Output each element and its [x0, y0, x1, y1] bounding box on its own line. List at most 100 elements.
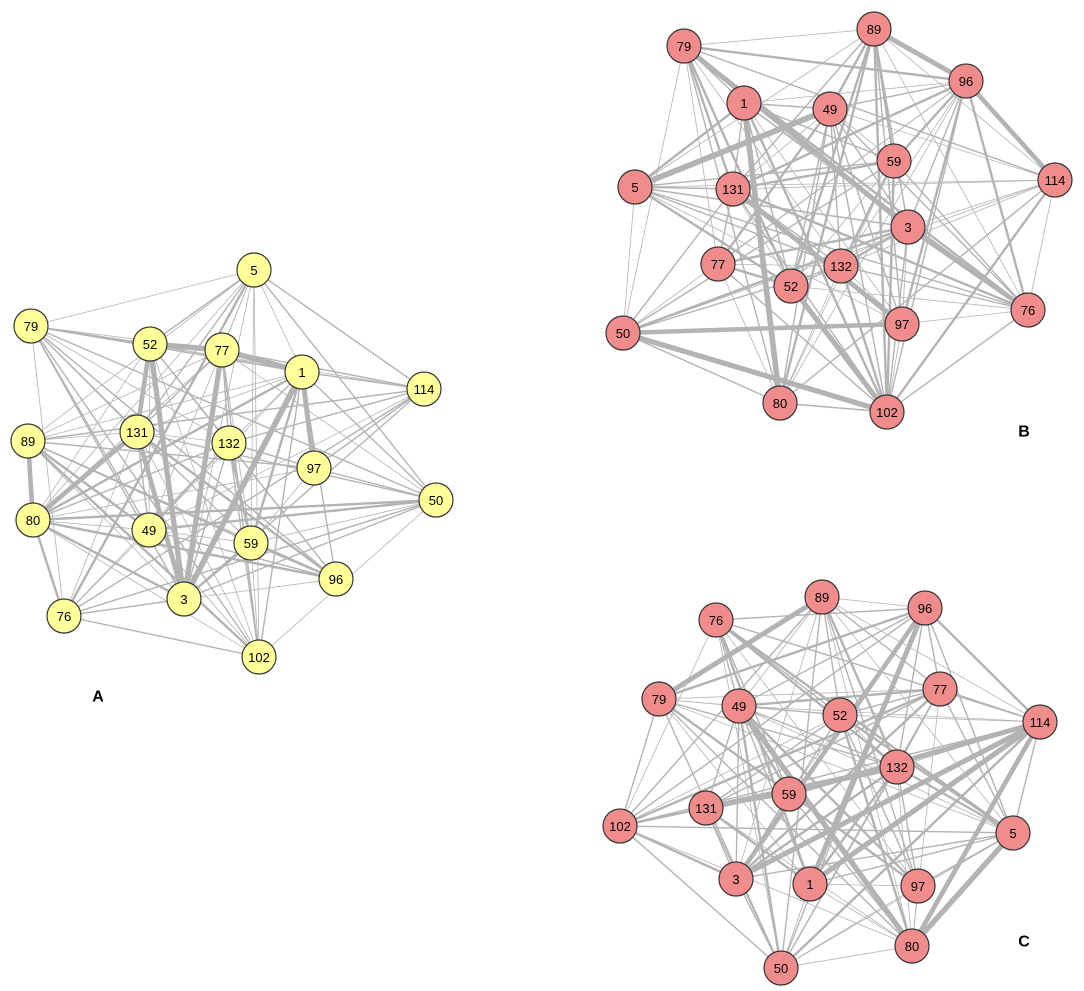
edge-96-131: [731, 79, 968, 191]
node-circle: [884, 306, 920, 342]
edge-59-50: [622, 160, 895, 334]
node-label: 96: [329, 572, 343, 587]
panel-b-label: B: [1018, 424, 1030, 441]
panel-a-label: A: [92, 689, 104, 706]
edge-89-131: [27, 431, 138, 442]
edge-1-97: [809, 883, 919, 887]
node-label: 76: [709, 613, 723, 628]
edge-59-76: [893, 160, 1029, 311]
node-circle: [869, 394, 905, 430]
edge-89-97: [27, 440, 315, 469]
edge-97-76: [901, 309, 1029, 325]
edge-132-80: [779, 265, 842, 404]
edge-49-50: [737, 704, 783, 970]
edge-49-52: [790, 108, 831, 287]
node-circle: [948, 63, 984, 99]
node-circle: [890, 209, 926, 245]
node-circle: [211, 425, 247, 461]
edge-1-97: [743, 102, 903, 325]
edge-131-76: [731, 187, 1030, 312]
node-circle: [10, 423, 46, 459]
node-circle: [605, 315, 641, 351]
node-circle: [822, 697, 858, 733]
edge-49-3: [829, 108, 909, 228]
edge-89-76: [873, 28, 1029, 311]
edge-89-102: [619, 596, 823, 827]
node-59: 59: [876, 143, 912, 179]
edge-49-114: [829, 108, 1056, 181]
edge-52-114: [839, 714, 1041, 723]
node-label: 114: [1045, 173, 1066, 188]
edge-89-5: [821, 596, 1014, 834]
edge-5-50: [622, 186, 636, 334]
edge-114-3: [907, 179, 1056, 228]
edge-1-80: [809, 883, 913, 947]
node-circle: [602, 808, 638, 844]
edge-52-97: [839, 714, 919, 887]
edge-1-80: [31, 370, 304, 522]
node-label: 49: [732, 699, 746, 714]
edge-97-80: [32, 467, 315, 521]
edge-102-3: [618, 824, 738, 881]
node-1: 1: [726, 85, 762, 121]
node-label: 3: [904, 220, 911, 235]
node-3: 3: [166, 581, 202, 617]
edge-89-114: [821, 596, 1041, 723]
edge-96-3: [183, 578, 337, 600]
node-77: 77: [700, 246, 736, 282]
edge-77-89: [27, 349, 223, 442]
edge-5-79: [30, 269, 255, 327]
node-label: 102: [609, 819, 631, 834]
edge-79-102: [619, 698, 660, 827]
node-circle: [617, 169, 653, 205]
node-circle: [995, 815, 1031, 851]
node-79: 79: [666, 28, 702, 64]
node-76: 76: [1010, 292, 1046, 328]
node-131: 131: [688, 790, 724, 826]
edge-76-3: [63, 598, 185, 617]
edge-131-80: [30, 429, 140, 523]
edge-76-102: [619, 619, 717, 827]
edge-49-5: [632, 106, 833, 190]
node-label: 1: [298, 365, 305, 380]
edge-89-131: [732, 28, 875, 190]
edge-97-50: [780, 885, 919, 969]
node-3: 3: [890, 209, 926, 245]
edge-131-97: [730, 186, 905, 327]
edge-49-80: [779, 108, 831, 404]
node-label: 52: [143, 337, 157, 352]
edge-50-80: [31, 498, 438, 522]
node-79: 79: [641, 681, 677, 717]
edge-79-102: [30, 325, 260, 658]
edge-76-97: [715, 619, 919, 887]
node-label: 97: [895, 317, 909, 332]
edge-52-5: [838, 713, 1015, 835]
node-132: 132: [823, 248, 859, 284]
edge-132-76: [840, 265, 1029, 311]
node-circle: [804, 579, 840, 615]
edge-49-76: [829, 108, 1029, 311]
edge-79-76: [30, 325, 65, 617]
edge-96-132: [896, 607, 926, 768]
edge-89-132: [820, 595, 899, 769]
edge-52-102: [149, 343, 260, 658]
node-label: 89: [21, 434, 35, 449]
edge-80-3: [31, 518, 186, 601]
edge-1-80: [741, 100, 783, 406]
edge-5-114: [253, 269, 425, 390]
node-1: 1: [284, 354, 320, 390]
node-label: 76: [1021, 303, 1035, 318]
node-label: 89: [867, 22, 881, 37]
edge-77-102: [618, 687, 942, 828]
edge-114-76: [63, 388, 425, 617]
node-label: 5: [1009, 826, 1016, 841]
node-102: 102: [602, 808, 638, 844]
node-circle: [46, 598, 82, 634]
node-96: 96: [948, 63, 984, 99]
node-80: 80: [894, 928, 930, 964]
node-circle: [166, 581, 202, 617]
edge-114-1: [807, 719, 1043, 887]
